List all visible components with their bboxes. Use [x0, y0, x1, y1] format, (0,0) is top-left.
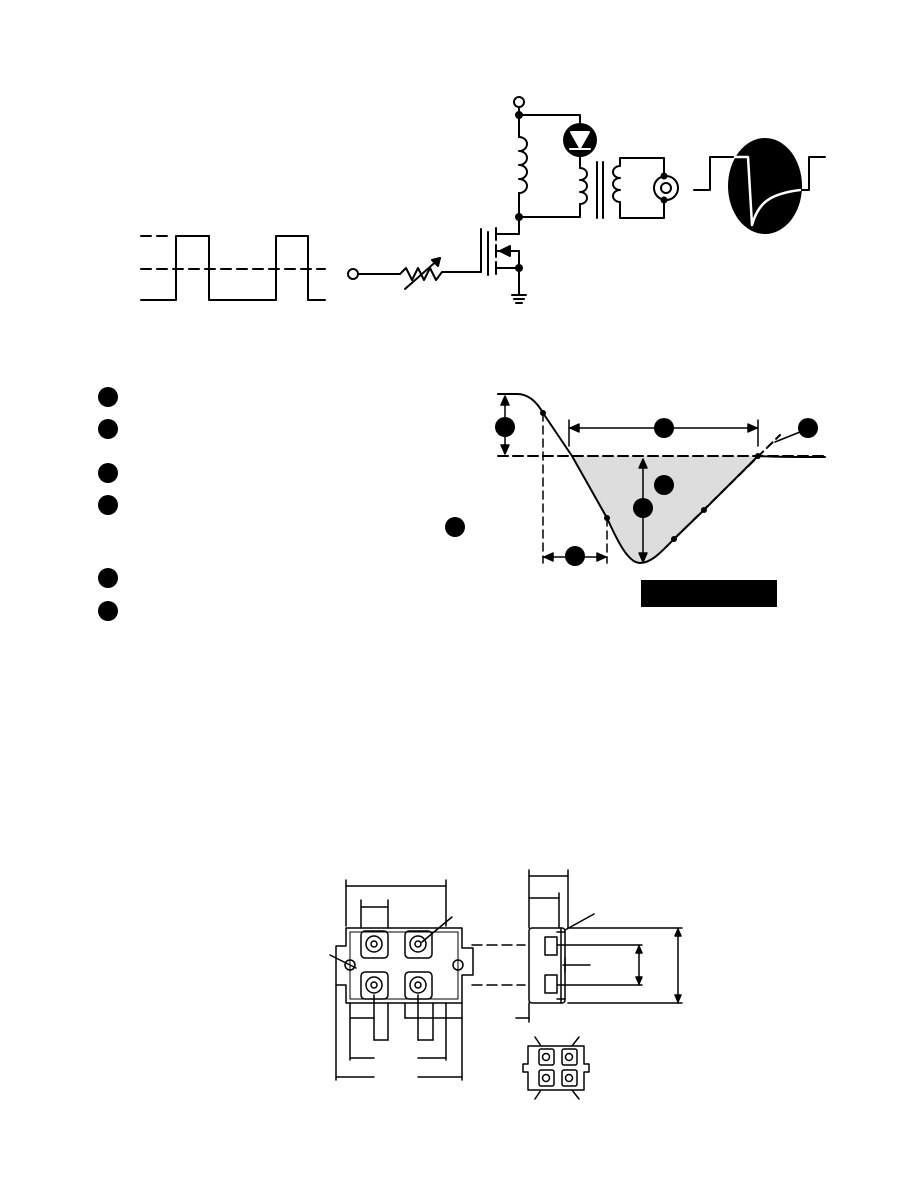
plot-callout-3: [798, 418, 818, 438]
square-wave-icon: [140, 235, 326, 301]
input-terminal: [347, 268, 401, 280]
current-probe-icon: [653, 172, 679, 204]
callout-list: [98, 387, 465, 621]
module-bottom-view: [522, 1036, 590, 1100]
waveform-label-tag: [641, 580, 777, 607]
callout-marker-2: [98, 419, 118, 439]
current-transformer-icon: [579, 157, 665, 219]
callout-marker-4: [98, 495, 118, 515]
callout-marker-4b: [445, 517, 465, 537]
oscilloscope-trace-icon: [693, 138, 826, 234]
diode-icon: [563, 123, 597, 169]
callout-marker-1: [98, 387, 118, 407]
module-side-view: [515, 869, 683, 1023]
recovery-waveform: [495, 393, 826, 566]
mosfet-icon: [487, 216, 527, 304]
plot-callout-4: [654, 475, 674, 495]
callout-marker-5: [98, 568, 118, 588]
plot-callout-6: [565, 546, 585, 566]
plot-callout-5: [633, 498, 653, 518]
callout-marker-3: [98, 463, 118, 483]
plot-callout-2: [654, 418, 674, 438]
extrapolation-line: [673, 434, 781, 540]
callout-marker-6: [98, 601, 118, 621]
current-curve: [497, 393, 826, 564]
circuit-wires: [518, 114, 581, 218]
projection-lines: [471, 944, 526, 986]
variable-resistor-icon: [399, 228, 482, 290]
test-circuit: [140, 96, 826, 304]
recovery-charge-area: [572, 456, 758, 563]
plot-callout-1: [495, 417, 515, 437]
module-top-view: [329, 879, 474, 1081]
